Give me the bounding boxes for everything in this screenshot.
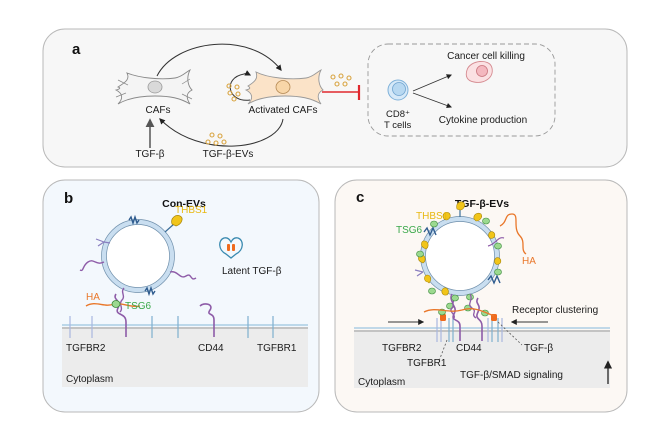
thbs1-icon bbox=[171, 215, 183, 227]
ev-cd44-tether-right bbox=[469, 293, 477, 319]
tgfbr2-label: TGFBR2 bbox=[66, 343, 106, 354]
feedback-evs-icon bbox=[205, 132, 227, 146]
cytokine-arrow bbox=[412, 92, 453, 109]
tcell-function-box bbox=[367, 43, 556, 137]
cd44-label: CD44 bbox=[198, 343, 224, 354]
con-ev-vesicle-icon bbox=[79, 214, 197, 313]
receptor-clustering-label: Receptor clustering bbox=[512, 305, 598, 316]
panel-c-letter: c bbox=[356, 189, 364, 206]
thbs1-label-c: THBS1 bbox=[416, 211, 449, 222]
membrane-receptors bbox=[69, 316, 274, 338]
cafs-label: CAFs bbox=[146, 105, 171, 116]
tgfbr2-label-c: TGFBR2 bbox=[382, 343, 422, 354]
tgfb-leader bbox=[497, 321, 523, 346]
autocrine-loop-arrow bbox=[229, 70, 252, 101]
tsg6-icon bbox=[111, 300, 121, 308]
panel-b-title: Con-EVs bbox=[162, 198, 206, 210]
cd44-free-icon bbox=[199, 303, 215, 337]
cd44-label-c: CD44 bbox=[456, 343, 482, 354]
ha-strand-bottom-icon bbox=[423, 308, 495, 317]
activated-caf-cell-icon bbox=[244, 68, 324, 105]
panel-c: c TGF-β-EVs bbox=[334, 179, 628, 413]
ha-strand-top-icon bbox=[499, 213, 527, 255]
smad-signaling-label: TGF-β/SMAD signaling bbox=[460, 370, 563, 381]
tgfb-evs-label: TGF-β-EVs bbox=[203, 149, 254, 160]
killing-arrow bbox=[412, 74, 452, 92]
tgfb-label-c: TGF-β bbox=[524, 343, 553, 354]
ha-label: HA bbox=[86, 292, 100, 303]
tgfbr1-label: TGFBR1 bbox=[257, 343, 297, 354]
cd8-label: CD8⁺ bbox=[386, 109, 410, 120]
cd44-ev-bound-icon bbox=[114, 293, 127, 337]
panel-a-letter: a bbox=[72, 41, 81, 58]
tsg6-label: TSG6 bbox=[125, 301, 152, 312]
cancer-cell-killing-label: Cancer cell killing bbox=[447, 51, 525, 62]
ev-cd44-tether-left bbox=[450, 293, 455, 319]
tgfb-label: TGF-β bbox=[135, 149, 164, 160]
thbs1-stalk bbox=[164, 223, 175, 233]
tgfbr1-label-c: TGFBR1 bbox=[407, 358, 447, 369]
t-cells-label: T cells bbox=[384, 120, 412, 131]
autocrine-evs-icon bbox=[226, 83, 241, 102]
secreted-evs-icon bbox=[330, 73, 352, 87]
cancer-cell-icon bbox=[465, 61, 493, 83]
panel-b: b Con-EVs bbox=[42, 179, 320, 413]
activated-cafs-label: Activated CAFs bbox=[249, 105, 318, 116]
tsg6-label-c: TSG6 bbox=[396, 225, 423, 236]
cytoplasm-label-c: Cytoplasm bbox=[358, 377, 405, 388]
thbs1-label: THBS1 bbox=[175, 205, 208, 216]
panel-a: a CAFs Activated CAFs bbox=[42, 28, 628, 168]
cd8-t-cell-icon bbox=[387, 79, 409, 101]
cytokine-production-label: Cytokine production bbox=[439, 115, 527, 126]
cytoplasm-region bbox=[62, 327, 308, 387]
activation-arrow bbox=[156, 43, 282, 77]
receptor-cluster-left bbox=[436, 299, 461, 342]
tgfb-ligand-left-icon bbox=[440, 314, 446, 321]
ev-cd44-side-icon bbox=[487, 237, 505, 247]
feedback-arrow bbox=[159, 118, 284, 147]
panel-c-title: TGF-β-EVs bbox=[455, 198, 509, 210]
panel-b-letter: b bbox=[64, 190, 73, 207]
latent-tgfb-icon bbox=[219, 237, 243, 259]
cytoplasm-label: Cytoplasm bbox=[66, 374, 113, 385]
caf-cell-icon bbox=[114, 68, 193, 105]
ha-label-c: HA bbox=[522, 256, 536, 267]
latent-tgfb-label: Latent TGF-β bbox=[222, 266, 282, 277]
